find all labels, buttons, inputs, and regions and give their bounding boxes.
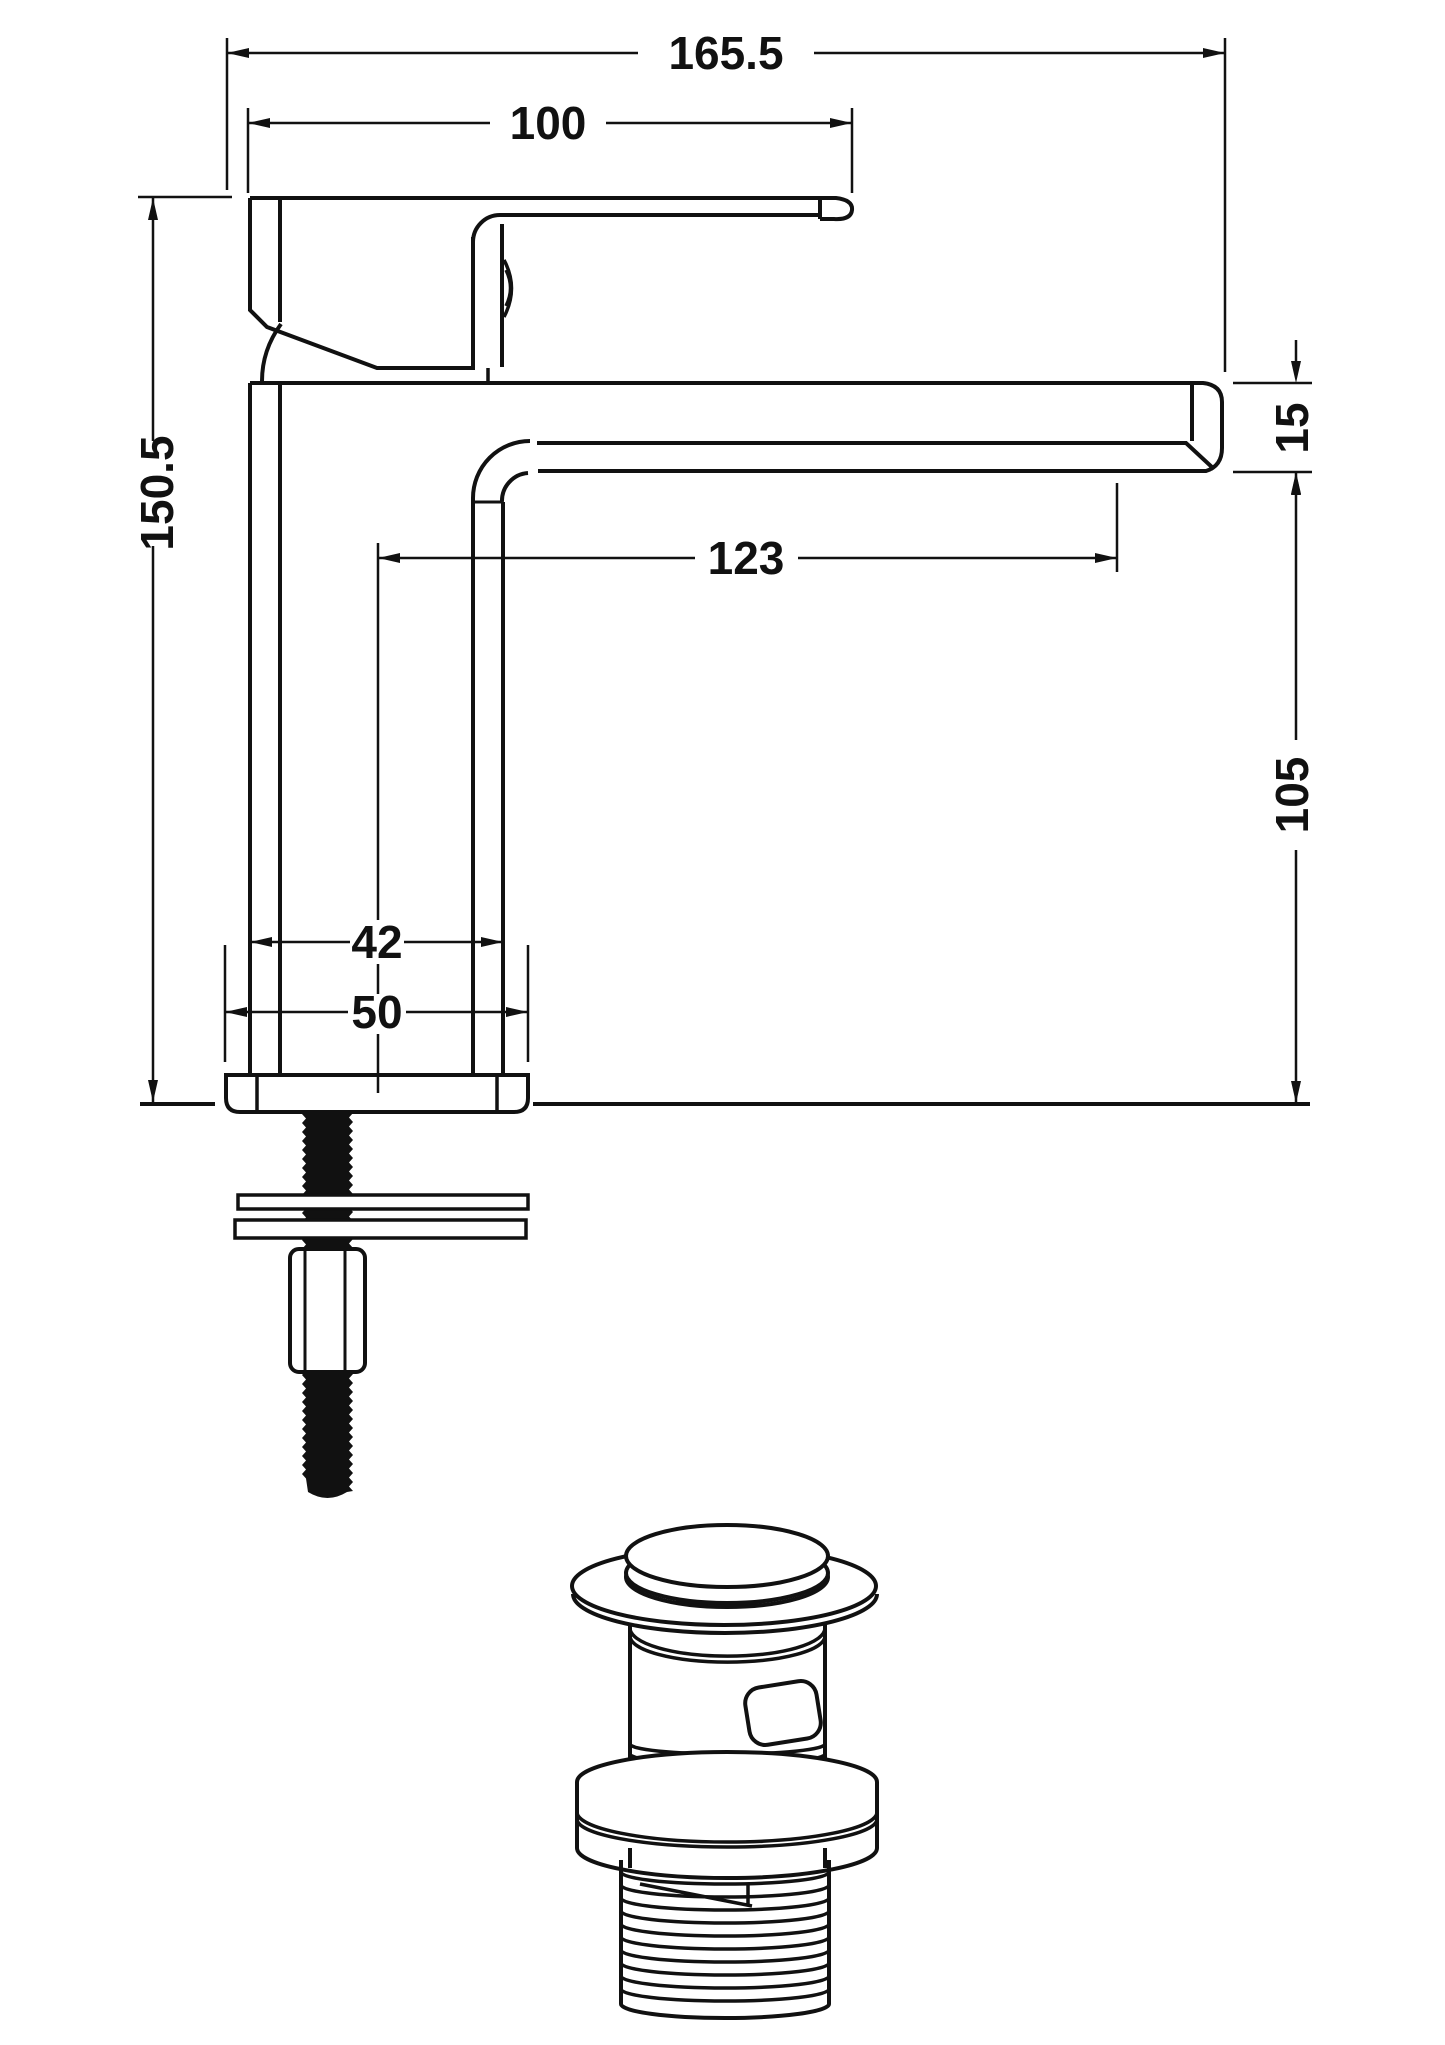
waste-flange-rim (571, 1593, 879, 1635)
spout-outer-fillet (471, 439, 531, 499)
dim-overall-height (138, 195, 232, 1102)
faucet-side-view (140, 196, 1310, 1114)
dim-handle-length-label: 100 (510, 97, 587, 149)
dim-overall-width (225, 38, 1227, 372)
waste-backnut (575, 1750, 879, 1880)
dim-spout-thickness-label: 15 (1266, 402, 1318, 453)
dim-body-width-label: 42 (351, 916, 402, 968)
dim-overall-height-label: 150.5 (131, 435, 183, 550)
mounting-hardware (233, 1113, 530, 1498)
dim-spout-to-deck (1291, 473, 1301, 1103)
washer-bottom (233, 1218, 528, 1240)
waste-cap-top (624, 1523, 830, 1589)
dim-spout-to-deck-label: 105 (1266, 757, 1318, 834)
spout-back-bottom-edge (537, 441, 1216, 471)
fixing-nut (288, 1247, 367, 1374)
handle-lever-bottom (471, 213, 820, 243)
waste-neck-arcs (628, 1627, 827, 1664)
base-plate (224, 1073, 530, 1114)
spout-top-edge (250, 381, 1224, 473)
dim-base-width-label: 50 (351, 986, 402, 1038)
handle-lever (250, 196, 855, 222)
dim-handle-length (246, 108, 854, 193)
washer-top (236, 1193, 530, 1211)
handle-screw-cap (502, 259, 514, 318)
dim-overall-width-label: 165.5 (668, 27, 783, 79)
dim-body-width (250, 937, 503, 947)
dim-spout-reach (378, 483, 1119, 572)
spout-inner-fillet (499, 471, 529, 503)
dim-base-width (223, 945, 530, 1062)
handle-base-transition-arc (260, 322, 283, 382)
overflow-slot (743, 1679, 823, 1747)
dim-spout-reach-label: 123 (708, 532, 785, 584)
dimensions: 165.5 100 150.5 15 123 105 42 50 (131, 27, 1318, 1103)
pop-up-waste (570, 1523, 879, 2020)
handle-base-outline (248, 198, 475, 370)
waste-threaded-tail (619, 1860, 831, 2020)
